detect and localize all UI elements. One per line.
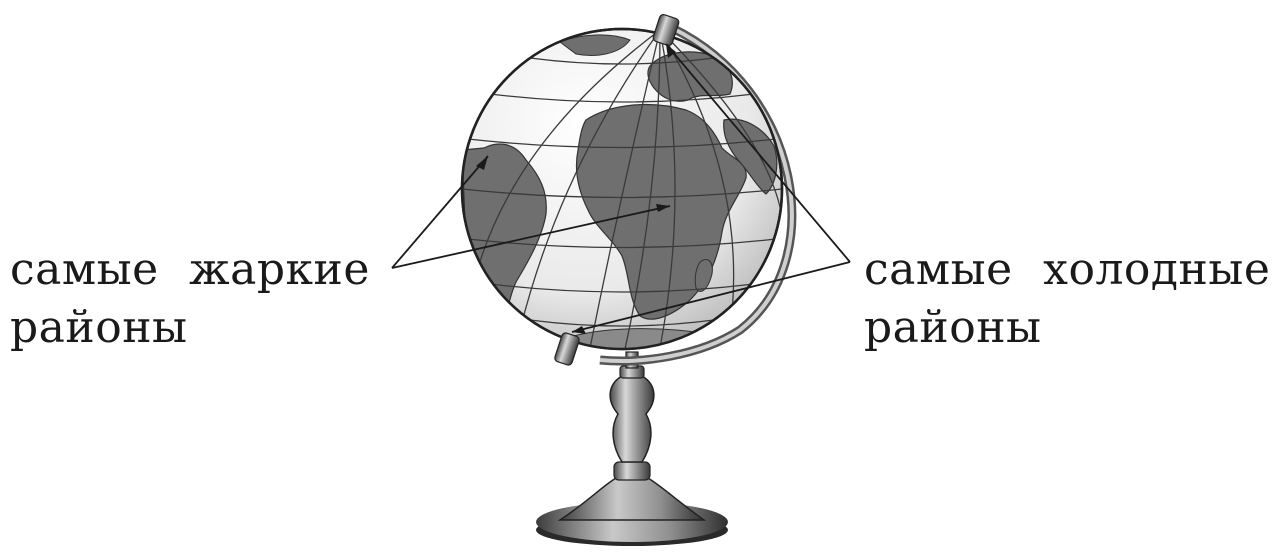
label-cold-line2: районы: [864, 299, 1270, 357]
label-hot-line1: самые жаркие: [10, 241, 370, 299]
globe-sphere: [462, 29, 784, 360]
label-coldest-regions: самые холодные районы: [864, 241, 1270, 357]
label-hot-line2: районы: [10, 299, 370, 357]
label-cold-line1: самые холодные: [864, 241, 1270, 299]
globe-stand: [536, 352, 728, 546]
label-hottest-regions: самые жаркие районы: [10, 241, 370, 357]
